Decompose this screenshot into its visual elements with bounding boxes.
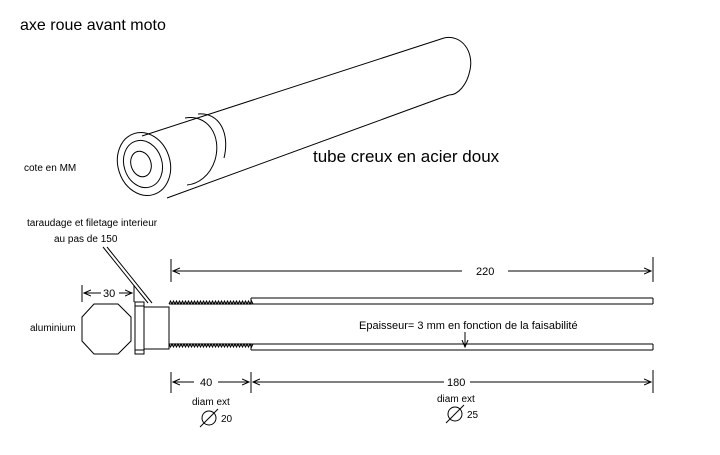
tube-shoulder-ring: [184, 117, 218, 186]
tube-bore: [130, 150, 152, 178]
tube-shoulder-ring-2: [197, 113, 227, 159]
tube-near-inner-rim: [122, 139, 164, 189]
dim-overall-value: 220: [476, 266, 494, 278]
octagon-nut: [81, 303, 132, 355]
thickness-note: Epaisseur= 3 mm en fonction de la faisab…: [359, 320, 578, 332]
diameter-icon: [445, 404, 465, 424]
tube-far-end: [443, 36, 472, 96]
large-diam-value: 25: [467, 410, 479, 421]
thread-leader-line: [102, 246, 149, 304]
small-diam-label: diam ext: [192, 397, 230, 408]
small-diam-value: 20: [221, 414, 233, 425]
tube-bottom-edge: [166, 94, 450, 199]
threaded-shaft: [168, 299, 254, 349]
dim-nut-value: 30: [103, 288, 115, 300]
dim-small-length: 40: [200, 377, 212, 389]
drawing-title: axe roue avant moto: [20, 17, 166, 34]
tube-3d-view: [116, 36, 472, 199]
dim-large-length: 180: [447, 377, 465, 389]
material-label: tube creux en acier doux: [313, 147, 500, 166]
thread-note-line1: taraudage et filetage interieur: [27, 218, 158, 229]
tube-near-outer-rim: [116, 132, 172, 196]
dim-nut: [81, 285, 135, 302]
tube-top-edge: [141, 37, 445, 137]
diameter-icon: [199, 408, 219, 428]
dim-overall: [170, 257, 654, 282]
units-note: cote en MM: [24, 163, 76, 174]
large-diam-label: diam ext: [437, 394, 475, 405]
collar: [134, 301, 170, 355]
main-tube: [250, 297, 654, 351]
dim-lengths: [170, 370, 654, 393]
nut-material-label: aluminium: [30, 323, 76, 334]
thread-leader-line-2: [106, 246, 153, 304]
thread-note-line2: au pas de 150: [54, 234, 118, 245]
